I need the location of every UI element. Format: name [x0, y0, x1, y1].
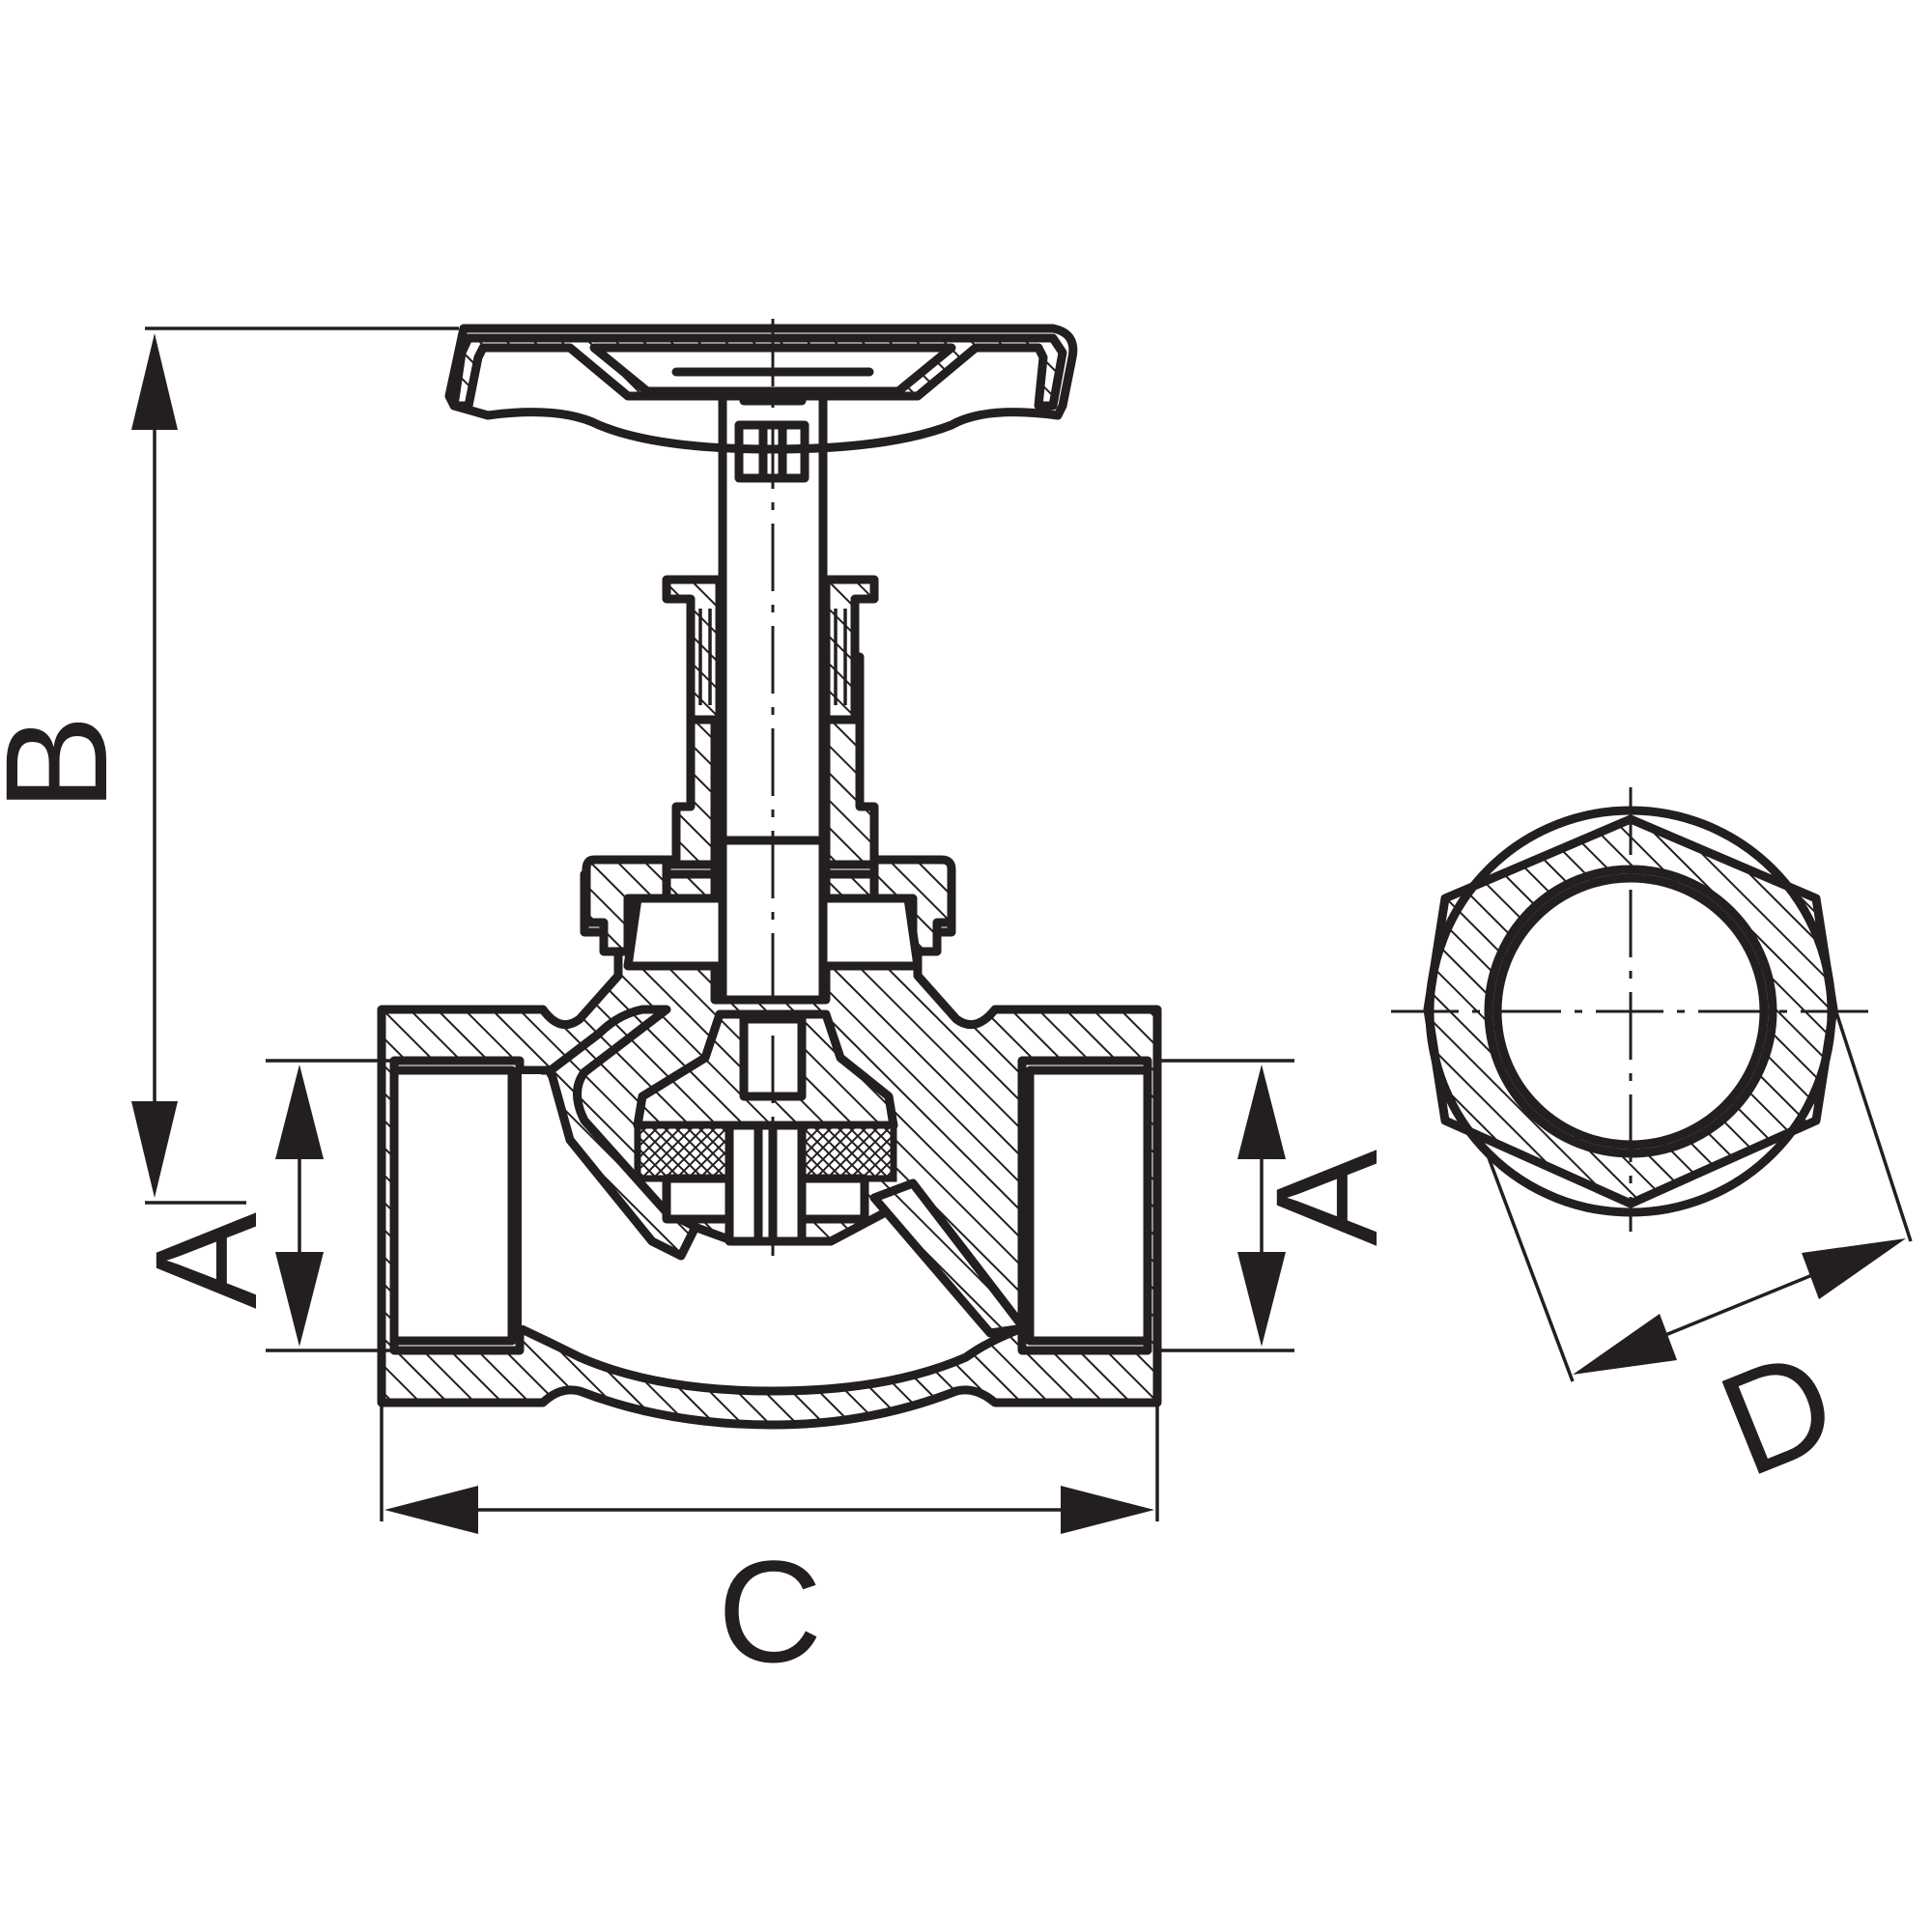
dimension-b-label: B — [0, 715, 137, 811]
packing-threads — [698, 609, 847, 705]
gland-nut-right — [821, 575, 879, 724]
dimension-d-arrow-left — [1573, 1314, 1677, 1375]
left-port-thread — [389, 1065, 517, 1346]
dimension-d-label: D — [1699, 1318, 1857, 1507]
dimension-c: C — [380, 1406, 1159, 1692]
end-view — [1391, 787, 1879, 1232]
dimension-d-arrow-right — [1802, 1238, 1906, 1299]
right-port-thread — [1025, 1065, 1152, 1346]
dimension-c-arrow-right — [1061, 1486, 1154, 1534]
right-port-bore — [1017, 1056, 1152, 1355]
dimension-a-right-arrow-bottom — [1237, 1252, 1286, 1347]
dimension-b-arrow-top — [131, 333, 178, 430]
dimension-a-right-label: A — [1245, 1150, 1407, 1246]
dimension-b-arrow-bottom — [131, 1101, 178, 1198]
dimension-a-left-label: A — [125, 1212, 287, 1309]
disc-bolt — [724, 1121, 807, 1246]
dimension-a-right-arrow-top — [1237, 1065, 1286, 1159]
dimension-a-left-arrow-bottom — [275, 1252, 324, 1347]
dimension-c-label: C — [718, 1530, 822, 1692]
dimension-c-arrow-left — [384, 1486, 478, 1534]
handwheel-outline — [444, 324, 1078, 454]
dimension-a-right: A — [1154, 1059, 1407, 1352]
dimension-b: B — [0, 327, 459, 1205]
dimension-a-left-arrow-top — [275, 1065, 324, 1159]
left-port-bore — [389, 1056, 525, 1355]
dimension-a-left: A — [125, 1059, 391, 1352]
